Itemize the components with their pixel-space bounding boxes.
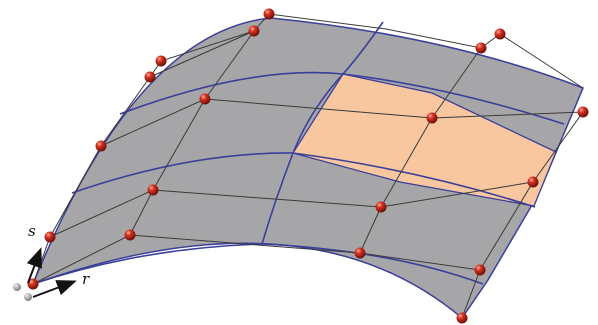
s-axis-label: s	[28, 222, 36, 240]
isoparametric-curves	[32, 21, 565, 285]
control-point	[27, 278, 39, 290]
control-point	[95, 140, 107, 152]
control-point	[144, 71, 156, 83]
control-point	[263, 8, 275, 20]
control-point	[248, 25, 260, 37]
control-point	[354, 247, 366, 259]
control-point	[426, 112, 438, 124]
control-point	[527, 176, 539, 188]
control-point	[44, 231, 56, 243]
control-point	[456, 312, 468, 324]
control-point	[124, 229, 136, 241]
s-axis-arrow	[26, 247, 42, 284]
r-axis-label: r	[82, 270, 90, 288]
control-point	[155, 55, 167, 67]
control-point	[375, 201, 387, 213]
control-point	[494, 28, 506, 40]
control-point	[474, 264, 486, 276]
r-axis-arrow	[32, 280, 77, 298]
axis-origin-dot	[24, 293, 32, 301]
control-point	[147, 184, 159, 196]
control-points	[27, 8, 589, 324]
control-point	[199, 93, 211, 105]
axis-origin-dot	[13, 283, 21, 291]
control-point	[475, 42, 487, 54]
parametric-axes: s r	[13, 222, 90, 301]
control-point	[577, 106, 589, 118]
